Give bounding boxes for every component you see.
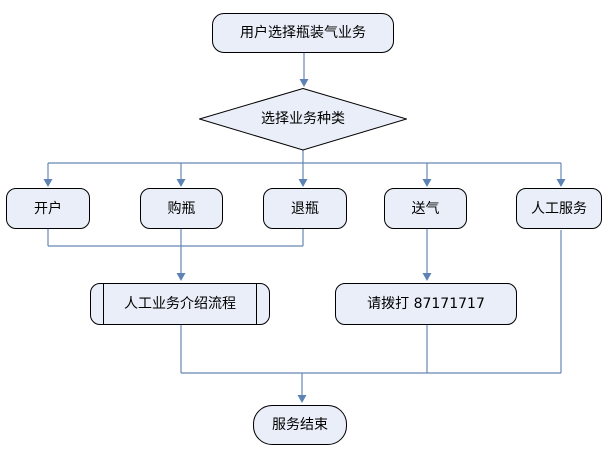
flow-node-end: 服务结束 — [253, 405, 347, 445]
flow-node-end-label: 服务结束 — [272, 417, 328, 433]
predefined-process-bar-left — [103, 284, 104, 324]
flow-node-call-phone-label: 请拨打 87171717 — [367, 296, 485, 312]
flow-node-decision-label: 选择业务种类 — [261, 111, 345, 127]
flow-node-return-bottle: 退瓶 — [263, 188, 347, 229]
flow-node-intro-process: 人工业务介绍流程 — [90, 283, 270, 325]
flow-node-buy-bottle: 购瓶 — [140, 188, 223, 229]
flow-node-return-bottle-label: 退瓶 — [291, 200, 319, 217]
predefined-process-bar-right — [256, 284, 257, 324]
decision-diamond-shape — [199, 88, 407, 151]
flow-node-start: 用户选择瓶装气业务 — [212, 13, 394, 53]
flow-node-manual-service-label: 人工服务 — [531, 200, 587, 217]
flow-node-call-phone: 请拨打 87171717 — [335, 283, 517, 325]
flow-node-open-account-label: 开户 — [34, 200, 62, 217]
flow-node-manual-service: 人工服务 — [516, 188, 602, 229]
flow-node-start-label: 用户选择瓶装气业务 — [240, 25, 366, 41]
flow-node-deliver-gas: 送气 — [384, 188, 467, 229]
flow-node-decision: 选择业务种类 — [199, 88, 407, 151]
flow-node-intro-process-label: 人工业务介绍流程 — [124, 296, 236, 312]
flow-node-open-account: 开户 — [6, 188, 90, 229]
flow-node-deliver-gas-label: 送气 — [411, 200, 440, 217]
flow-node-buy-bottle-label: 购瓶 — [167, 200, 196, 217]
